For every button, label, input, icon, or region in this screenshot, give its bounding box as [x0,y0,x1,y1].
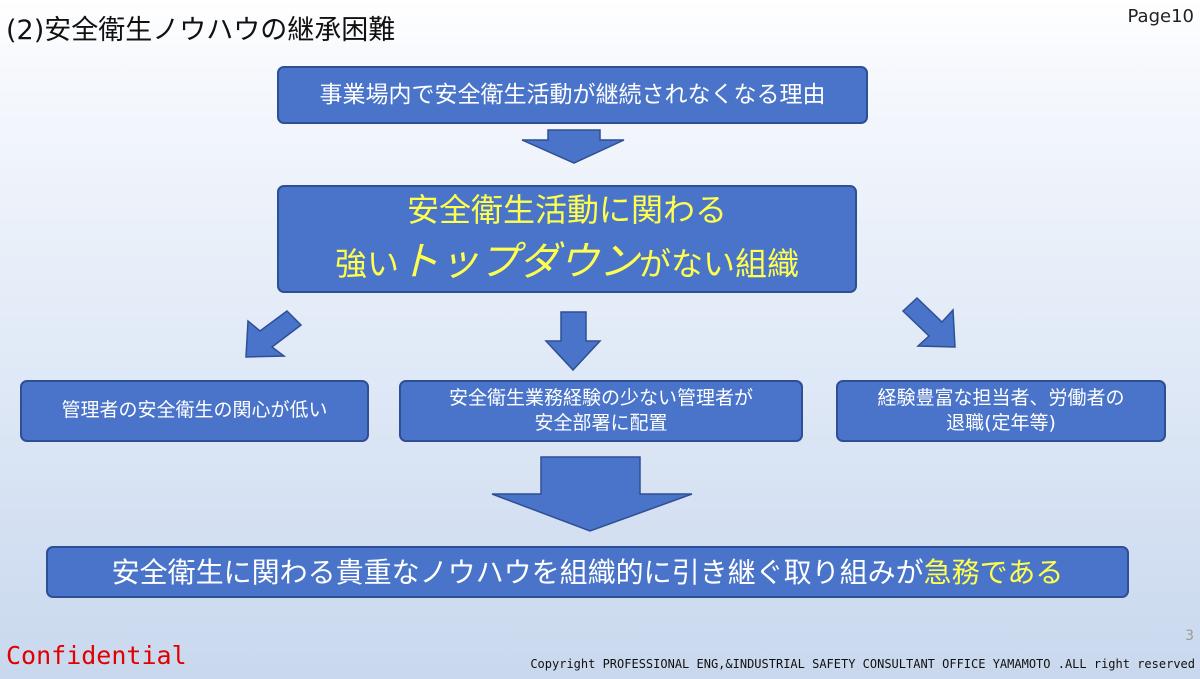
topdown-highlight: トップダウン [399,239,639,286]
slide-title: (2)安全衛生ノウハウの継承困難 [6,15,396,46]
copyright-notice: Copyright PROFESSIONAL ENG,&INDUSTRIAL S… [530,657,1195,671]
arrow-down-right [901,296,956,348]
central-cause-box: 安全衛生活動に関わる 強いトップダウンがない組織 [277,185,857,293]
reason-box-1: 管理者の安全衛生の関心が低い [20,380,369,442]
reason-2-line1: 安全衛生業務経験の少ない管理者が [448,387,753,410]
confidential-label: Confidential [6,641,187,670]
reason-3-line1: 経験豊富な担当者、労働者の [877,387,1125,410]
conclusion-emphasis: 急務である [923,555,1064,589]
reason-box-2: 安全衛生業務経験の少ない管理者が 安全部署に配置 [399,380,803,442]
page-label: Page10 [1127,6,1194,27]
conclusion-main: 安全衛生に関わる貴重なノウハウを組織的に引き継ぐ取り組みが [111,555,924,589]
reason-box-3: 経験豊富な担当者、労働者の 退職(定年等) [836,380,1166,442]
central-cause-line2: 強いトップダウンがない組織 [335,233,799,291]
arrow-down-middle [544,311,602,372]
reason-header-box: 事業場内で安全衛生活動が継続されなくなる理由 [277,66,868,124]
central-cause-post: がない組織 [639,245,800,284]
central-cause-line1: 安全衛生活動に関わる [406,190,727,229]
reason-header-text: 事業場内で安全衛生活動が継続されなくなる理由 [319,81,826,108]
central-cause-pre: 強い [334,245,399,284]
arrow-down-bottom [491,456,693,532]
conclusion-box: 安全衛生に関わる貴重なノウハウを組織的に引き継ぐ取り組みが急務である [46,546,1129,598]
slide-number: 3 [1185,628,1194,644]
reason-3-line2: 退職(定年等) [946,412,1056,434]
arrow-down-top [521,129,625,164]
reason-1-line1: 管理者の安全衛生の関心が低い [61,399,328,422]
conclusion-text: 安全衛生に関わる貴重なノウハウを組織的に引き継ぐ取り組みが急務である [112,555,1064,590]
arrow-down-left [245,310,303,358]
reason-2-line2: 安全部署に配置 [534,412,668,434]
